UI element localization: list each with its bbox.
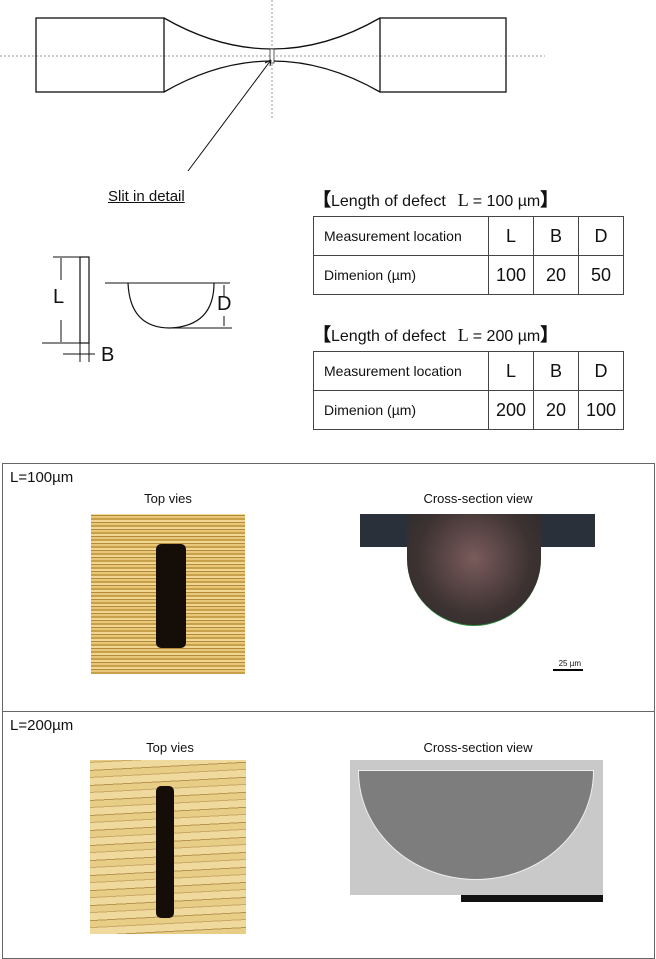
cross-section-arc	[127, 282, 215, 329]
dimension-table-200: Measurement location L B D Dimenion (µm)…	[313, 351, 624, 430]
row-label: Dimenion (µm)	[313, 390, 489, 430]
table-1-title: 【Length of defect L= 100 µm】	[313, 186, 558, 212]
scale-bar	[553, 669, 583, 671]
cross-section-photo-100: 25 µm	[360, 514, 595, 681]
bracket-open: 【	[313, 190, 331, 210]
value-D: 50	[578, 255, 624, 295]
slit-top-shape	[79, 256, 90, 344]
table-row: Measurement location L B D	[313, 351, 624, 391]
value-D: 100	[578, 390, 624, 430]
header-D: D	[578, 351, 624, 391]
header-B: B	[533, 216, 579, 256]
defect-section	[359, 771, 593, 879]
title-symbol: L	[457, 190, 469, 210]
header-B: B	[533, 351, 579, 391]
panel-label: L=100µm	[10, 469, 74, 486]
cross-section-photo-200	[350, 760, 603, 895]
title-symbol: L	[457, 325, 469, 345]
top-view-caption: Top vies	[144, 491, 192, 506]
arrow-head	[264, 59, 272, 67]
value-B: 20	[533, 390, 579, 430]
table-row: Dimenion (µm) 100 20 50	[313, 255, 624, 295]
header-L: L	[488, 216, 534, 256]
right-grip	[379, 17, 507, 93]
title-prefix: Length of defect	[331, 328, 446, 345]
dimension-table-100: Measurement location L B D Dimenion (µm)…	[313, 216, 624, 295]
table-row: Measurement location L B D	[313, 216, 624, 256]
header-label: Measurement location	[313, 351, 489, 391]
header-label: Measurement location	[313, 216, 489, 256]
title-prefix: Length of defect	[331, 193, 446, 210]
slit-image	[156, 786, 174, 918]
B-label: B	[101, 344, 115, 366]
D-label: D	[217, 293, 232, 315]
panel-100um	[2, 463, 655, 712]
header-L: L	[488, 351, 534, 391]
title-value: = 200 µm	[472, 328, 541, 345]
panel-label: L=200µm	[10, 717, 74, 734]
top-view-caption: Top vies	[146, 740, 194, 755]
value-L: 200	[488, 390, 534, 430]
scale-bar	[461, 895, 603, 902]
table-row: Dimenion (µm) 200 20 100	[313, 390, 624, 430]
pointer-arrow	[187, 59, 272, 172]
defect-section	[407, 514, 541, 626]
scale-bar-label: 25 µm	[558, 659, 581, 668]
bracket-open: 【	[313, 325, 331, 345]
cross-section-caption: Cross-section view	[423, 491, 533, 506]
L-label: L	[53, 286, 65, 308]
top-view-photo-200	[90, 760, 246, 934]
slit-detail-caption: Slit in detail	[108, 188, 185, 205]
row-label: Dimenion (µm)	[313, 255, 489, 295]
bracket-close: 】	[540, 325, 559, 345]
left-grip	[35, 17, 165, 93]
cross-section-caption: Cross-section view	[423, 740, 533, 755]
bracket-close: 】	[540, 190, 559, 210]
value-L: 100	[488, 255, 534, 295]
slit-marker	[269, 48, 275, 64]
value-B: 20	[533, 255, 579, 295]
specimen-diagram	[0, 0, 545, 362]
slit-image	[156, 544, 186, 648]
table-2-title: 【Length of defect L= 200 µm】	[313, 321, 558, 347]
top-view-photo-100	[91, 514, 245, 674]
header-D: D	[578, 216, 624, 256]
title-value: = 100 µm	[472, 193, 541, 210]
